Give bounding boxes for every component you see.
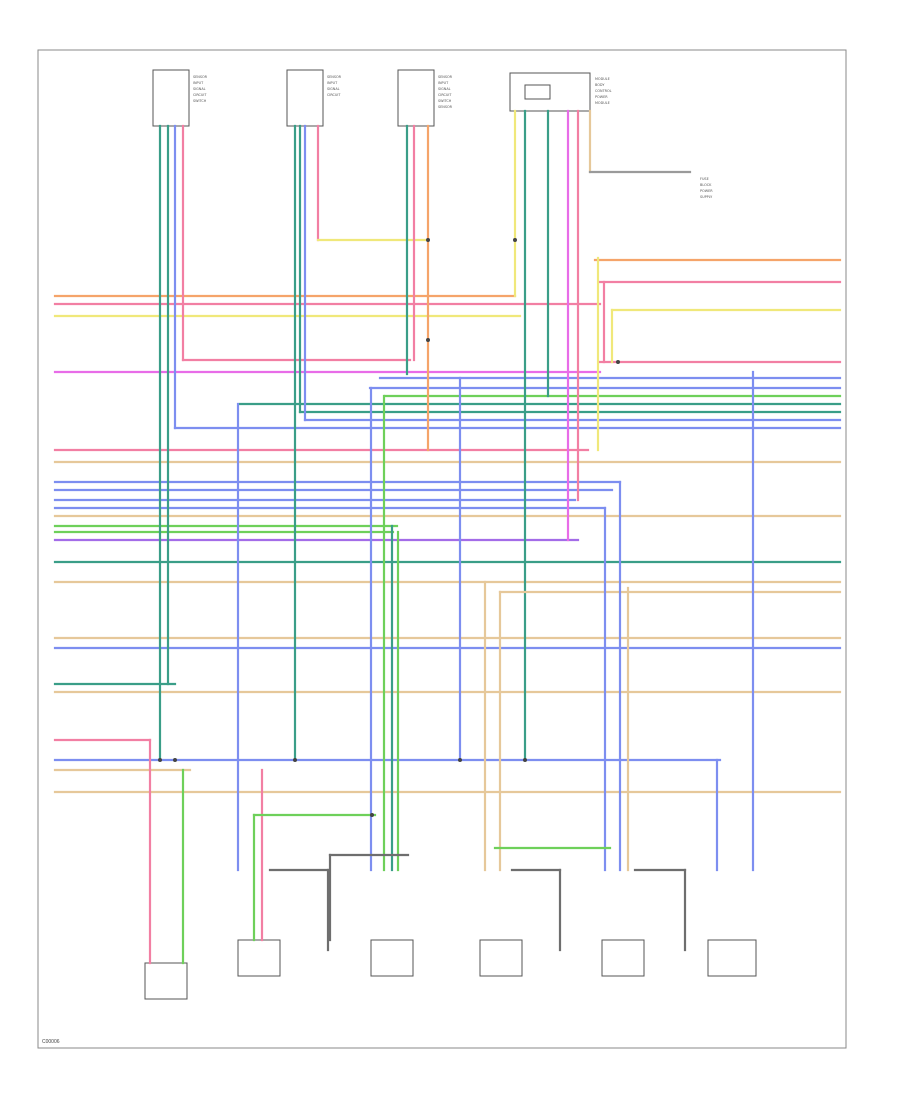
- splice-point: [293, 758, 297, 762]
- svg-text:CIRCUIT: CIRCUIT: [193, 93, 207, 97]
- top-module-inner: [524, 84, 551, 100]
- svg-text:BODY: BODY: [595, 83, 605, 87]
- svg-text:INPUT: INPUT: [438, 81, 449, 85]
- diagram-frame: [37, 49, 847, 1049]
- svg-text:BLOCK: BLOCK: [700, 183, 712, 187]
- splice-point: [426, 338, 430, 342]
- bottom-left-sensor: [144, 962, 188, 1000]
- svg-text:SIGNAL: SIGNAL: [193, 87, 206, 91]
- splice-point: [513, 238, 517, 242]
- right-bus-wires: [173, 258, 842, 430]
- splice-point: [523, 758, 527, 762]
- splices: [158, 238, 620, 817]
- top-components: SENSOR INPUT SIGNAL CIRCUIT SWITCH SENSOR INP…: [152, 69, 713, 199]
- injector-4-connector: [601, 939, 645, 977]
- svg-text:SUPPLY: SUPPLY: [700, 195, 713, 199]
- svg-text:CIRCUIT: CIRCUIT: [327, 93, 341, 97]
- svg-text:POWER: POWER: [700, 189, 713, 193]
- svg-text:CONTROL: CONTROL: [595, 89, 612, 93]
- top-sensor-2-connector: [286, 69, 324, 127]
- injector-2-connector: [370, 939, 414, 977]
- splice-point: [173, 758, 177, 762]
- svg-text:SIGNAL: SIGNAL: [327, 87, 340, 91]
- svg-text:SENSOR: SENSOR: [327, 75, 342, 79]
- top-sensor-1-connector: [152, 69, 190, 127]
- splice-point: [158, 758, 162, 762]
- svg-text:MODULE: MODULE: [595, 101, 610, 105]
- svg-text:SENSOR: SENSOR: [438, 105, 453, 109]
- top-sensor-3-connector: [397, 69, 435, 127]
- svg-text:FUSE: FUSE: [700, 177, 709, 181]
- svg-text:SIGNAL: SIGNAL: [438, 87, 451, 91]
- svg-text:POWER: POWER: [595, 95, 608, 99]
- svg-text:INPUT: INPUT: [327, 81, 338, 85]
- svg-text:SWITCH: SWITCH: [193, 99, 207, 103]
- horizontal-wires: [53, 294, 842, 794]
- svg-text:MODULE: MODULE: [595, 77, 610, 81]
- svg-text:CIRCUIT: CIRCUIT: [438, 93, 452, 97]
- injector-3-connector: [479, 939, 523, 977]
- splice-point: [616, 360, 620, 364]
- svg-text:SWITCH: SWITCH: [438, 99, 452, 103]
- svg-text:INPUT: INPUT: [193, 81, 204, 85]
- splice-point: [458, 758, 462, 762]
- splice-point: [426, 238, 430, 242]
- bottom-right-sensor: [707, 939, 757, 977]
- injector-1-connector: [237, 939, 281, 977]
- svg-text:SENSOR: SENSOR: [438, 75, 453, 79]
- diagram-code: C00006: [42, 1039, 60, 1045]
- top-module-connector: [509, 72, 591, 112]
- splice-point: [370, 813, 374, 817]
- vertical-wires: [53, 109, 842, 965]
- svg-text:SENSOR: SENSOR: [193, 75, 208, 79]
- bottom-components: [144, 939, 757, 1000]
